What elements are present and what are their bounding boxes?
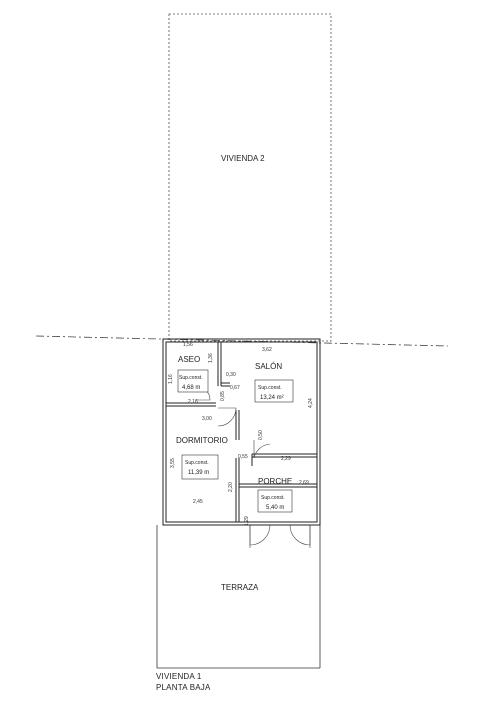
exterior-walls: [162, 338, 321, 526]
area-boxes: [177, 369, 294, 513]
dim-424: 4,24: [308, 398, 314, 408]
dim-085: 0,85: [220, 391, 226, 401]
area-label-aseo: Sup.const.: [179, 375, 203, 381]
dim-220: 2,20: [228, 482, 234, 492]
room-name-salon: SALÓN: [255, 362, 282, 371]
vivienda-2-outline: [168, 13, 332, 342]
area-value-salon: 13,24 m²: [260, 395, 284, 401]
area-value-aseo: 4,68 m: [182, 385, 200, 391]
dim-269: 2,69: [299, 480, 309, 486]
property-line: [35, 335, 449, 347]
dim-156: 1,56: [183, 342, 193, 348]
salon-door-swing: [253, 440, 271, 459]
dim-300: 3,00: [202, 416, 212, 422]
dim-050: 0,50: [258, 430, 264, 440]
area-value-porche: 5,40 m: [266, 505, 284, 511]
dim-136: 1,36: [208, 353, 214, 363]
interior-walls: [166, 342, 317, 522]
porche-door-right: [289, 524, 311, 546]
dim-030: 0,30: [226, 372, 236, 378]
dim-067: 0,67: [230, 385, 240, 391]
dim-355: 3,55: [170, 458, 176, 468]
area-value-dormitorio: 11,39 m: [188, 470, 209, 476]
area-label-porche: Sup.const.: [261, 495, 285, 501]
dim-216: 2,16: [188, 399, 198, 405]
dormitorio-door-swing: [217, 407, 237, 427]
porche-door-left: [249, 524, 271, 546]
vivienda-2-label: VIVIENDA 2: [221, 154, 265, 163]
area-label-dormitorio: Sup.const.: [185, 460, 209, 466]
dim-116: 1,16: [168, 374, 174, 384]
terraza-label: TERRAZA: [221, 583, 259, 592]
dim-229: 2,29: [281, 456, 291, 462]
room-name-aseo: ASEO: [178, 355, 200, 364]
caption-line-2: PLANTA BAJA: [156, 683, 211, 692]
room-name-porche: PORCHE: [258, 477, 292, 486]
dim-055: 0,55: [238, 454, 248, 460]
area-label-salon: Sup.const.: [258, 385, 282, 391]
dim-129: 1,29: [244, 516, 250, 526]
dim-245: 2,45: [193, 499, 203, 505]
caption-line-1: VIVIENDA 1: [156, 672, 202, 681]
room-name-dormitorio: DORMITORIO: [176, 436, 228, 445]
dim-362: 3,62: [262, 347, 272, 353]
